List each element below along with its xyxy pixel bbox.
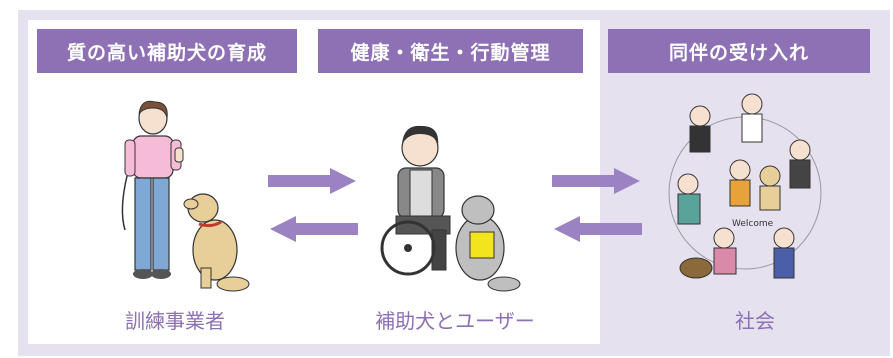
user-illustration (380, 125, 521, 292)
arrow-right-2 (552, 168, 640, 194)
trainer-illustration (121, 100, 250, 292)
society-illustration: Welcome (668, 93, 822, 279)
welcome-text: Welcome (732, 219, 774, 229)
arrow-left-2 (554, 216, 642, 242)
label-trainer: 訓練事業者 (125, 309, 225, 333)
header-quality: 質の高い補助犬の育成 (37, 29, 297, 73)
label-society: 社会 (735, 309, 775, 333)
arrow-right-1 (268, 168, 356, 194)
label-user: 補助犬とユーザー (375, 309, 535, 333)
arrow-left-1 (270, 216, 358, 242)
header-acceptance: 同伴の受け入れ (608, 29, 870, 73)
header-health: 健康・衛生・行動管理 (318, 29, 583, 73)
